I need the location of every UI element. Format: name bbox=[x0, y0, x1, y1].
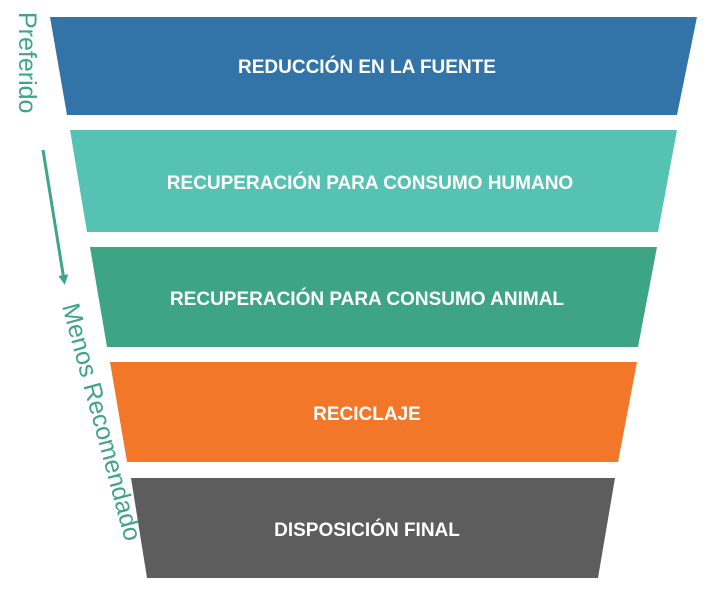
tier-2-label: RECUPERACIÓN PARA CONSUMO HUMANO bbox=[167, 172, 573, 194]
tier-4: RECICLAJE bbox=[110, 362, 637, 462]
tier-5-label: DISPOSICIÓN FINAL bbox=[274, 519, 460, 541]
tier-5-shape bbox=[131, 478, 615, 578]
down-arrow-icon bbox=[41, 149, 69, 285]
tier-5: DISPOSICIÓN FINAL bbox=[131, 478, 615, 578]
tier-4-shape bbox=[110, 362, 637, 462]
tier-3: RECUPERACIÓN PARA CONSUMO ANIMAL bbox=[90, 247, 657, 347]
tier-3-label: RECUPERACIÓN PARA CONSUMO ANIMAL bbox=[170, 288, 564, 310]
preferred-label: Preferido bbox=[13, 12, 41, 113]
tier-1-shape bbox=[50, 17, 697, 115]
tier-1: REDUCCIÓN EN LA FUENTE bbox=[50, 17, 697, 115]
tier-3-shape bbox=[90, 247, 657, 347]
tier-4-label: RECICLAJE bbox=[313, 404, 421, 425]
tier-2-shape bbox=[70, 130, 677, 232]
tier-2: RECUPERACIÓN PARA CONSUMO HUMANO bbox=[70, 130, 677, 232]
tier-1-label: REDUCCIÓN EN LA FUENTE bbox=[238, 56, 496, 78]
